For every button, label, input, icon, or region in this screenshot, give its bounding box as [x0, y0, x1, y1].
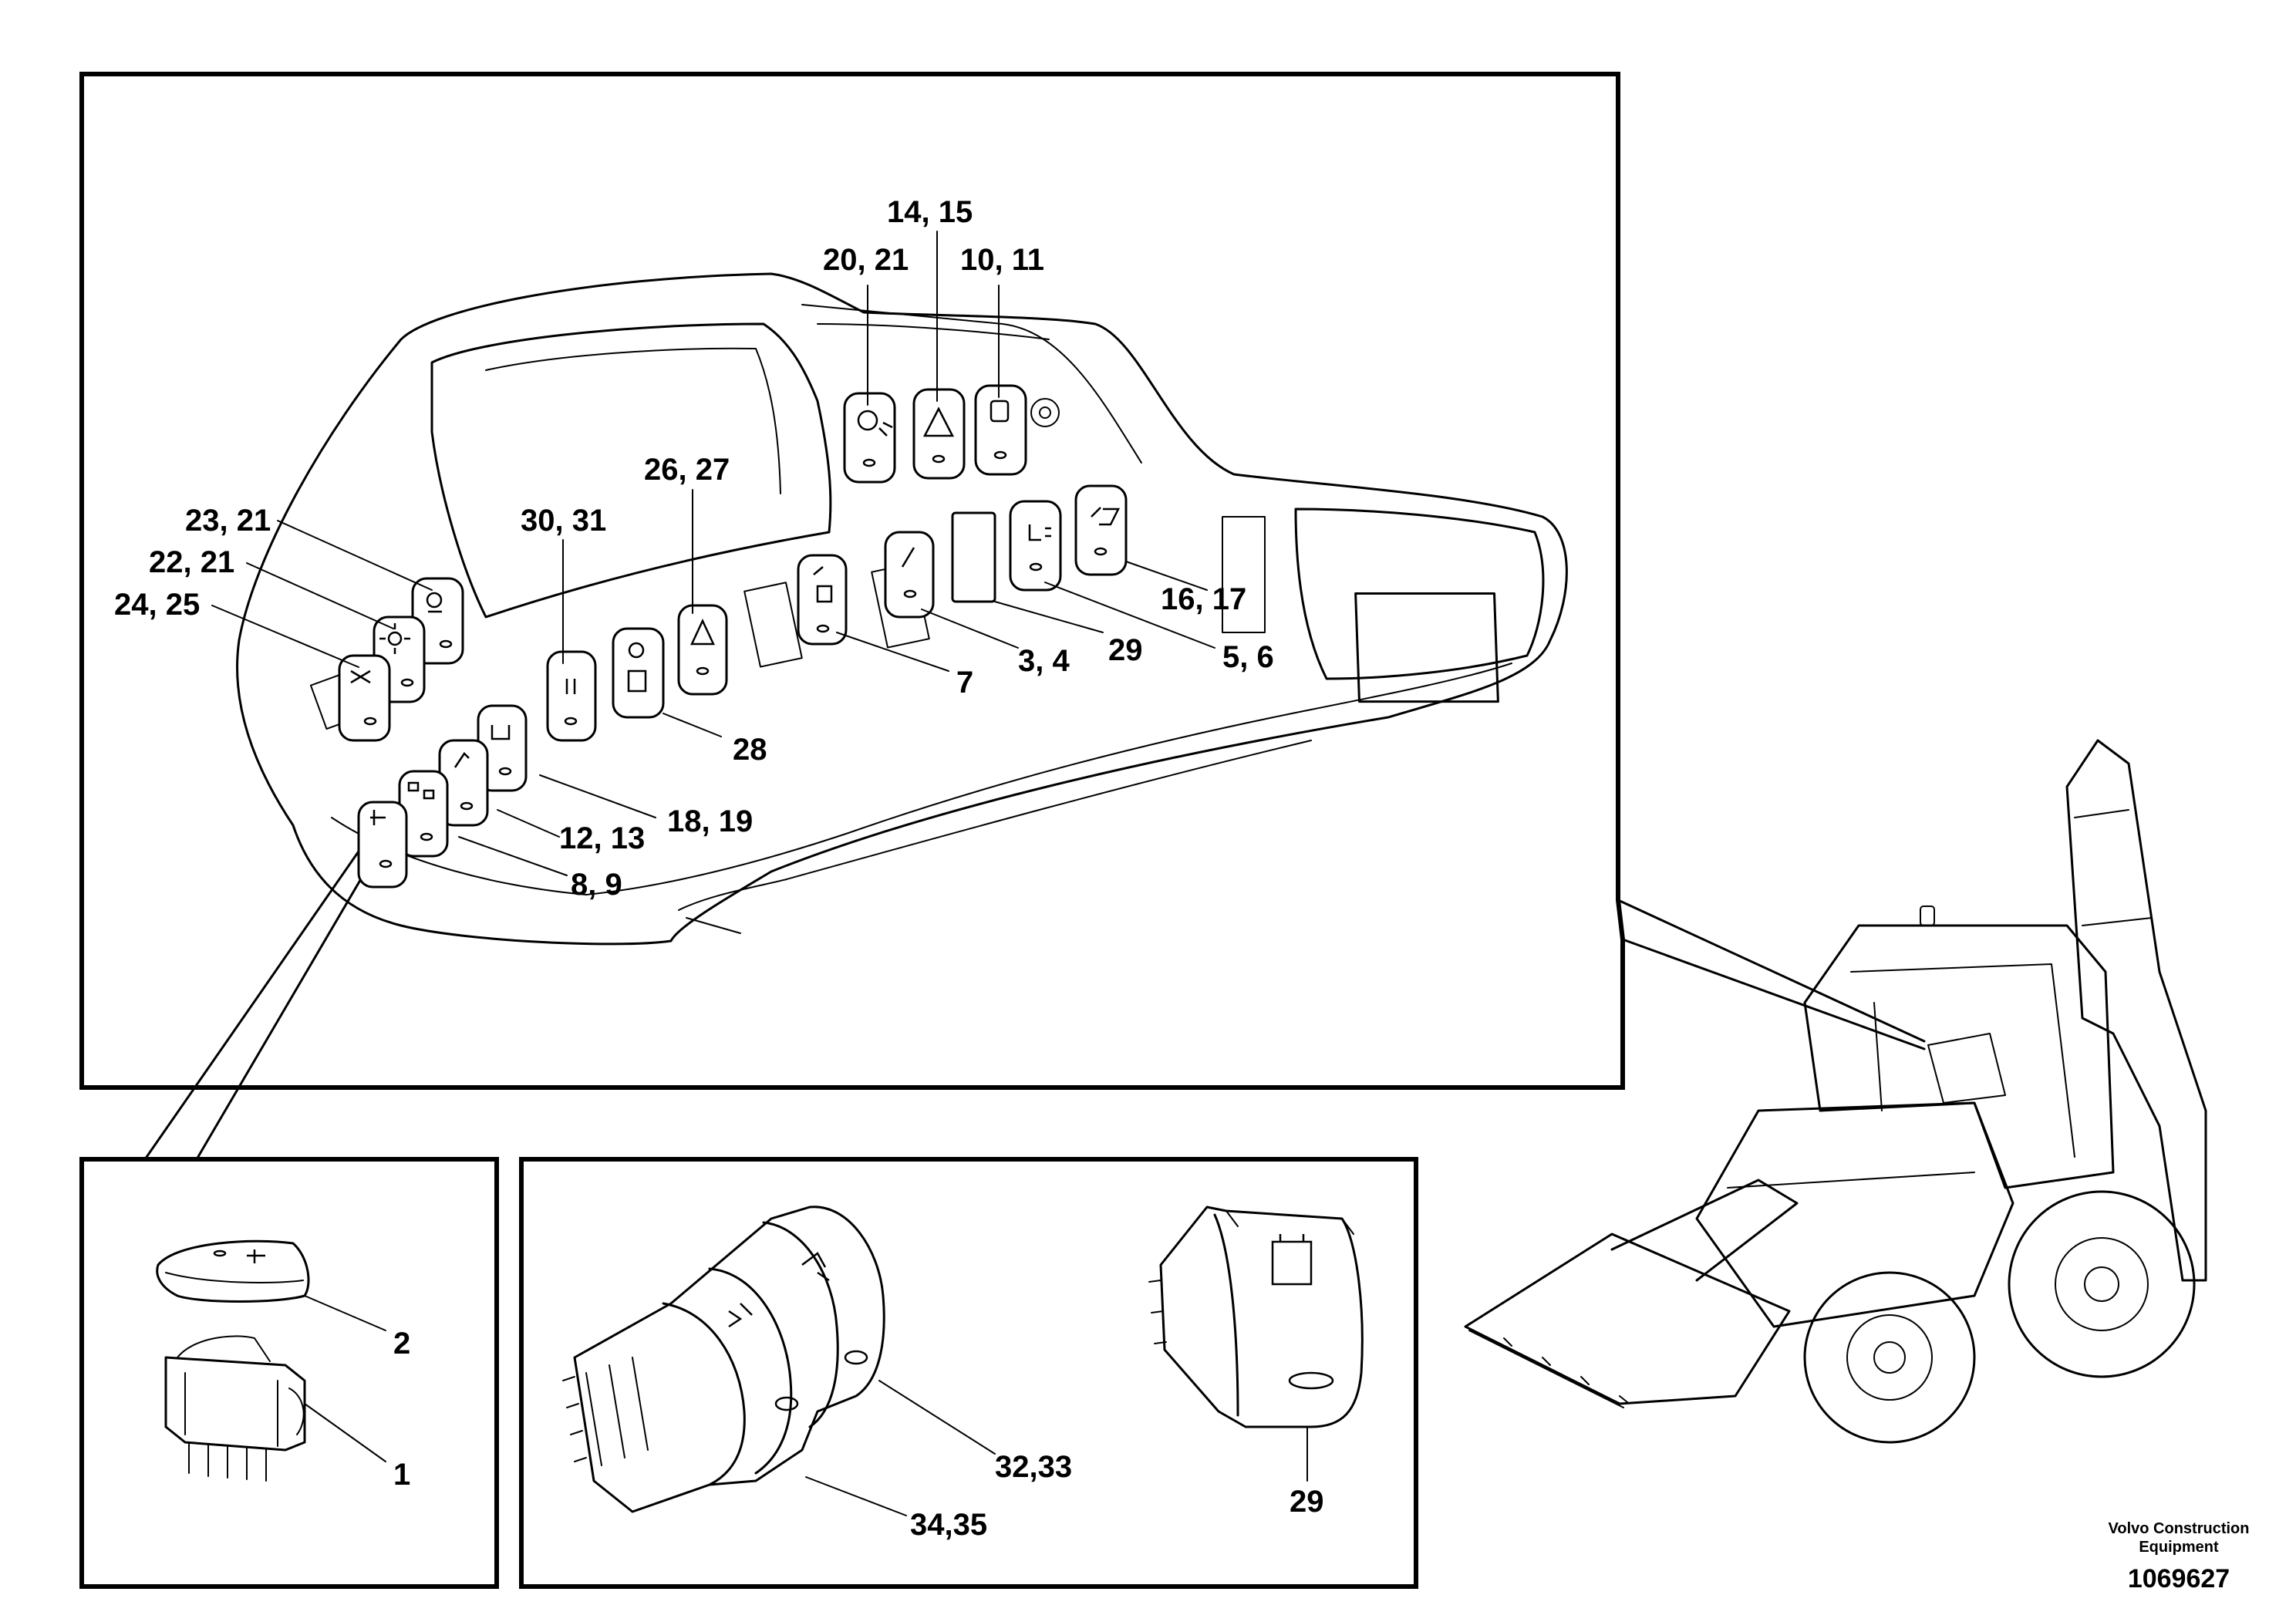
- switch-stack-drawing: [562, 1206, 885, 1513]
- callout-2: 2: [393, 1327, 410, 1361]
- callout-8-9: 8, 9: [571, 868, 622, 902]
- switch-aux-drawing: [1148, 1206, 1364, 1428]
- callout-10-11: 10, 11: [960, 243, 1044, 277]
- switch-parallel-icon: [546, 650, 597, 742]
- document-number: 1069627: [2128, 1564, 2230, 1593]
- callout-5-6: 5, 6: [1222, 640, 1274, 674]
- switch-m-mode-icon: [612, 627, 665, 719]
- dashboard-switches: [338, 384, 1128, 889]
- callout-29-bottom: 29: [1290, 1485, 1324, 1519]
- main-detail-frame: [79, 72, 1625, 1090]
- callout-32-33: 32,33: [995, 1450, 1072, 1484]
- callout-16-17: 16, 17: [1161, 582, 1246, 616]
- switch-rear-wiper-icon: [1074, 484, 1128, 576]
- callout-28: 28: [733, 733, 767, 767]
- leader-lines: [211, 231, 1215, 876]
- switch-beacon-icon: [974, 384, 1027, 476]
- callout-29-top: 29: [1108, 633, 1143, 667]
- switch-work-light-icon: [843, 392, 896, 484]
- switch-cap-drawing: [156, 1239, 310, 1303]
- switch-fog-light-icon: [357, 801, 408, 889]
- backhoe-loader-drawing: [1464, 739, 2207, 1444]
- switch-wiper-icon: [884, 531, 935, 619]
- callout-24-25: 24, 25: [114, 588, 200, 622]
- switch-assembly-frame: [79, 1157, 499, 1589]
- callout-1: 1: [393, 1458, 410, 1492]
- callout-26-27: 26, 27: [644, 453, 730, 487]
- footer: Volvo Construction Equipment 1069627: [2109, 1520, 2250, 1593]
- callout-23-21: 23, 21: [185, 504, 271, 538]
- brand-line-2: Equipment: [2139, 1539, 2219, 1556]
- callout-7: 7: [956, 666, 973, 700]
- ignition-key-icon: [1030, 398, 1060, 427]
- dashboard-drawing: [236, 272, 1568, 946]
- brand-line-1: Volvo Construction: [2109, 1520, 2250, 1537]
- switch-rear-defrost-icon: [797, 554, 848, 646]
- bottom-left-leaders: [304, 1295, 386, 1462]
- callout-12-13: 12, 13: [559, 821, 645, 855]
- callout-18-19: 18, 19: [667, 804, 753, 838]
- switch-rear-light-icon: [338, 654, 391, 742]
- bottom-middle-leaders: [805, 1380, 1308, 1516]
- callout-14-15: 14, 15: [887, 195, 973, 229]
- switch-body-drawing: [164, 1335, 306, 1482]
- callout-34-35: 34,35: [910, 1508, 987, 1542]
- switch-hazard-icon: [912, 388, 966, 480]
- dashboard-callouts: 14, 15 20, 21 10, 11 26, 27 30, 31 23, 2…: [114, 195, 1274, 902]
- callout-30-31: 30, 31: [521, 504, 606, 538]
- switch-blank-plug: [951, 511, 996, 603]
- callout-20-21: 20, 21: [823, 243, 909, 277]
- callout-22-21: 22, 21: [149, 545, 234, 579]
- switch-warning-icon: [677, 604, 728, 696]
- switch-variants-frame: [519, 1157, 1418, 1589]
- switch-seat-heater-icon: [1009, 500, 1062, 592]
- zoom-lines-machine: [1617, 899, 1926, 1050]
- callout-3-4: 3, 4: [1018, 644, 1070, 678]
- switch-hitch-icon: [477, 704, 528, 792]
- zoom-lines-switch: [143, 828, 387, 1161]
